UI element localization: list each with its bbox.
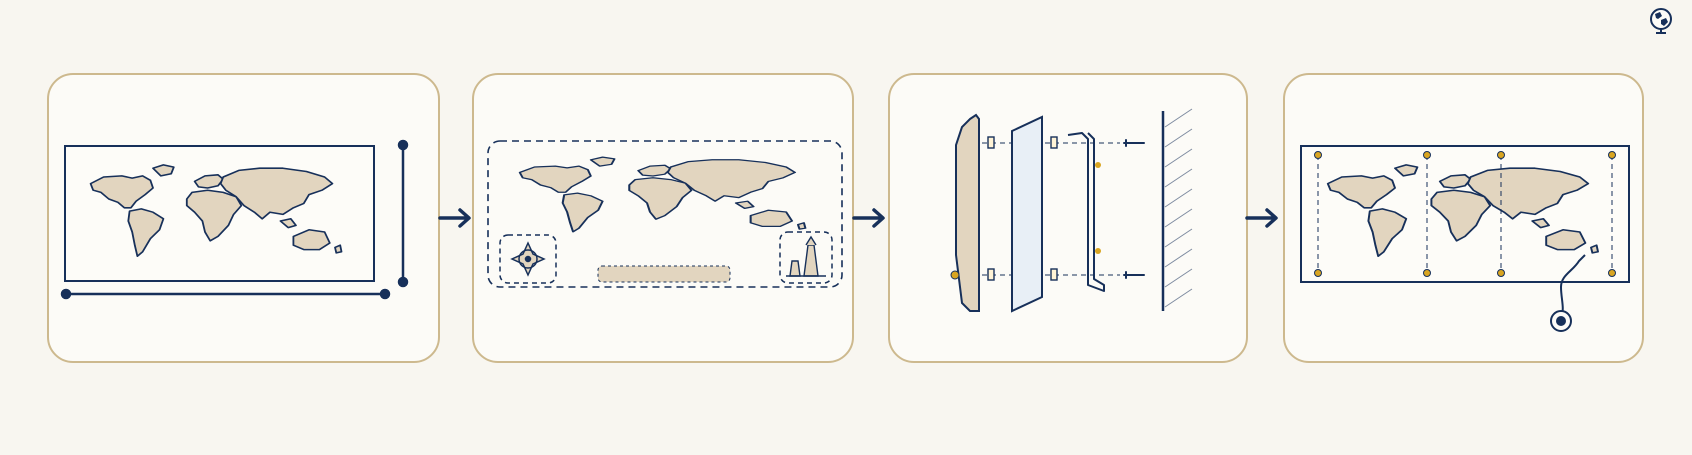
title-cartouche [597,265,731,283]
z-bracket [1067,132,1105,292]
board-spacer [950,270,960,280]
map-board [955,113,980,312]
wall [1161,108,1193,311]
arrow-right-icon [852,208,885,228]
world-map [518,156,807,233]
arrow-right-icon [1245,208,1278,228]
standoff-top [1050,136,1058,149]
mounting-pins [1314,151,1616,277]
compass-box [499,234,557,284]
wall-anchors [1123,139,1145,279]
lighthouse-icon [786,235,826,277]
globe-icon [1650,8,1672,34]
bracket-screw-bottom [1095,248,1101,254]
standoff-bottom [1050,268,1058,281]
step-4-panel [1283,73,1644,363]
wall-outlet-icon [1550,310,1572,332]
power-cable [1559,254,1586,318]
width-measure-line [60,288,391,300]
mount-layers-icon [950,108,1193,313]
design-layout-icon [487,140,843,288]
bracket-screw-top [1095,162,1101,168]
measure-map-icon [60,139,409,300]
step-3-panel [888,73,1248,363]
hang-map-icon [1300,145,1630,332]
connector-guides [982,142,1120,276]
dashed-layout-frame [487,140,843,288]
acrylic-panel [1011,115,1043,313]
step-2-panel [472,73,854,363]
corner-logo [1646,6,1676,40]
mounting-guides [1317,155,1613,273]
arrow-right-icon [438,208,471,228]
height-measure-line [397,139,409,288]
step-1-panel [47,73,440,363]
compass-rose-icon [510,241,546,277]
spacer-top [987,136,995,149]
spacer-bottom [987,268,995,281]
landmark-box [779,231,833,284]
